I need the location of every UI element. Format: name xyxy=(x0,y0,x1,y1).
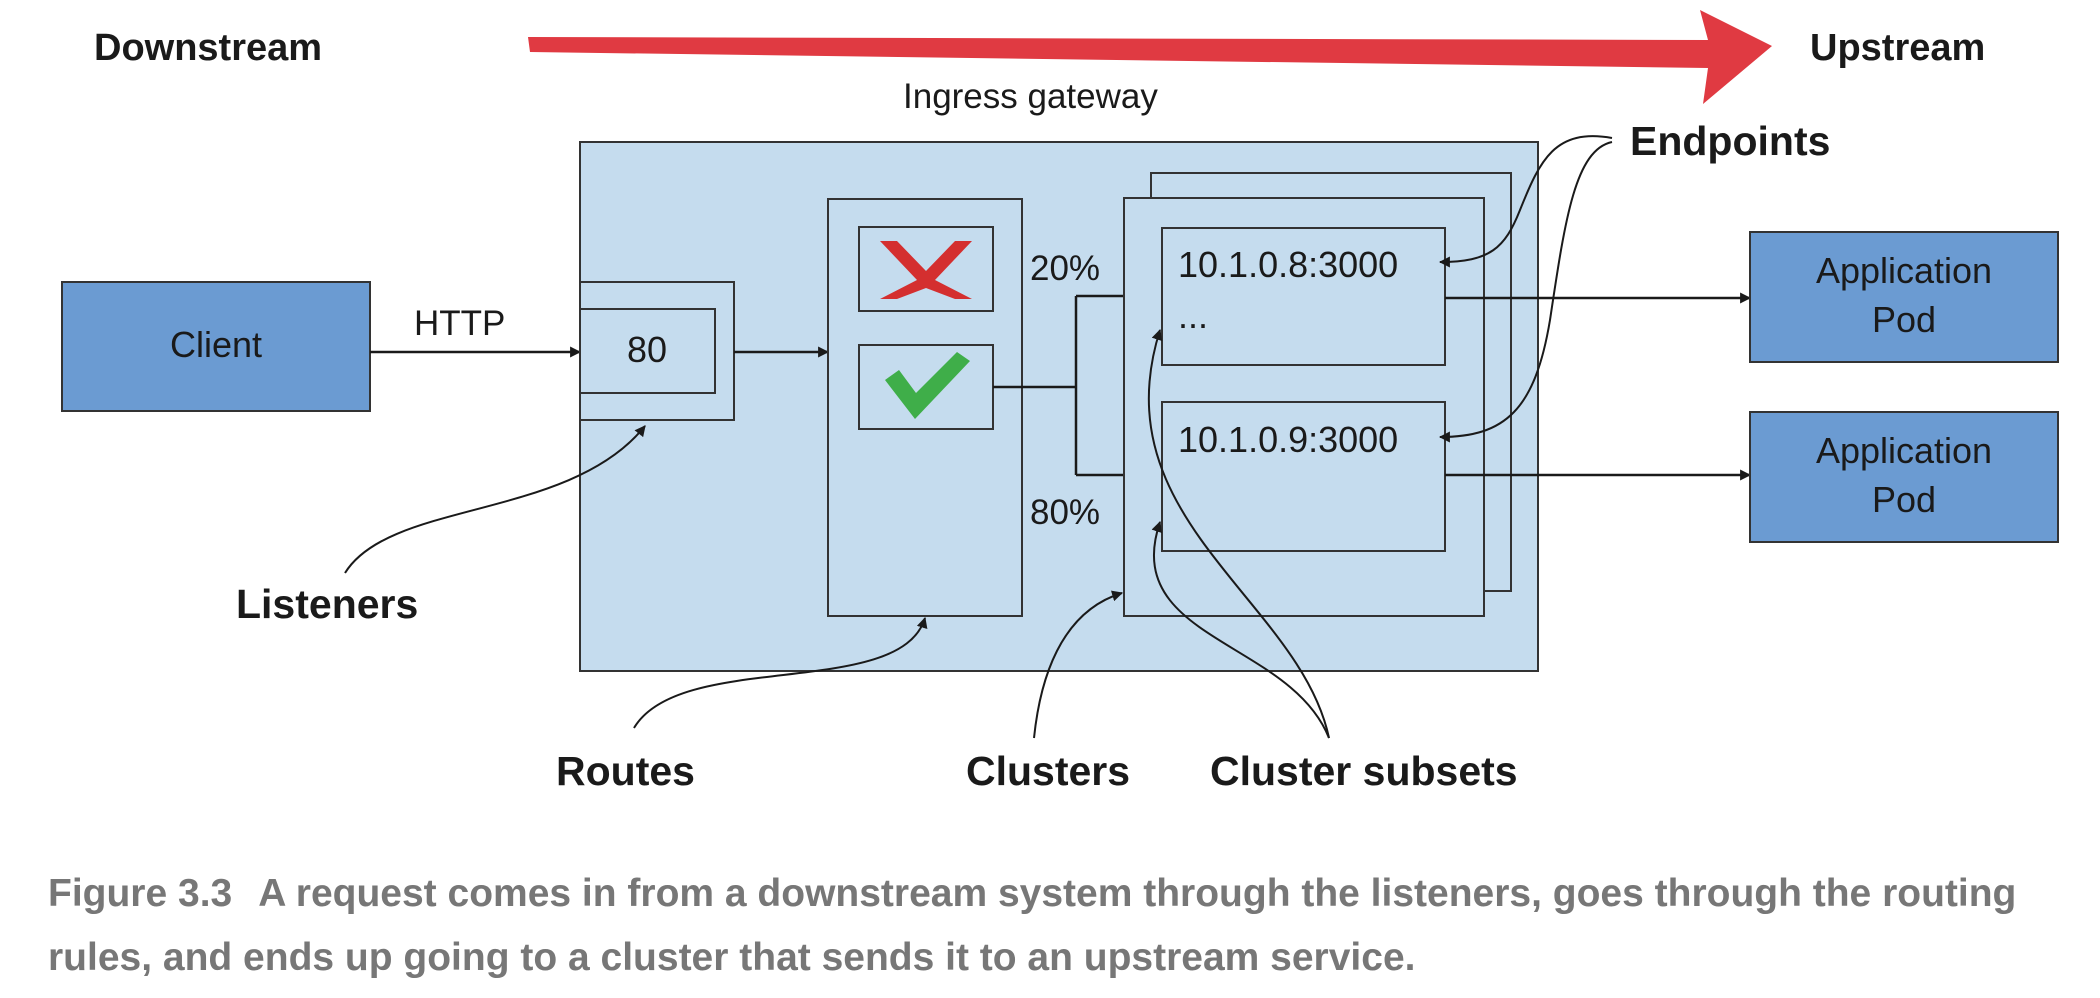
application-pod-1 xyxy=(1749,231,2059,363)
check-icon xyxy=(885,352,970,419)
downstream-upstream-arrow xyxy=(528,10,1772,104)
listener-port: 80 xyxy=(627,329,667,370)
pod-2-line1: Application xyxy=(1816,430,1992,471)
callout-cluster-subsets: Cluster subsets xyxy=(1210,748,1518,794)
pod-1-line1: Application xyxy=(1816,250,1992,291)
protocol-label: HTTP xyxy=(414,304,505,343)
client-box xyxy=(61,281,371,412)
downstream-label: Downstream xyxy=(94,27,322,69)
caption-text: A request comes in from a downstream sys… xyxy=(48,872,2017,979)
clusters-pointer xyxy=(1033,590,1124,739)
endpoints-pointer-1 xyxy=(1438,135,1613,268)
callout-clusters: Clusters xyxy=(966,748,1130,794)
gateway-title: Ingress gateway xyxy=(903,77,1158,116)
cluster-box xyxy=(1123,197,1485,617)
upstream-label: Upstream xyxy=(1810,27,1985,69)
split-percent-top: 20% xyxy=(1030,249,1100,288)
callout-routes: Routes xyxy=(556,748,695,794)
listeners-pointer xyxy=(344,425,646,574)
cross-icon xyxy=(880,241,972,299)
routes-box xyxy=(827,198,1023,617)
cluster-subset-1 xyxy=(1161,227,1446,366)
split-percent-bottom: 80% xyxy=(1030,493,1100,532)
figure-number: Figure 3.3 xyxy=(48,872,233,915)
subset-1-endpoint: 10.1.0.8:3000 xyxy=(1178,244,1398,285)
listener-port-box xyxy=(579,308,716,394)
routes-pointer xyxy=(633,616,928,729)
endpoints-pointer-2 xyxy=(1438,141,1613,443)
callout-listeners: Listeners xyxy=(236,581,418,627)
application-pod-2 xyxy=(1749,411,2059,543)
cluster-subsets-pointer-1 xyxy=(1147,328,1330,739)
pod-1-line2: Pod xyxy=(1872,299,1936,340)
client-label: Client xyxy=(170,324,262,365)
subset-1-more: ... xyxy=(1178,295,1208,336)
callout-endpoints: Endpoints xyxy=(1630,118,1830,164)
cluster-subsets-pointer-2 xyxy=(1151,520,1330,739)
pod-2-line2: Pod xyxy=(1872,479,1936,520)
route-rejected-box xyxy=(858,226,994,312)
cluster-subset-2 xyxy=(1161,401,1446,552)
subset-2-endpoint: 10.1.0.9:3000 xyxy=(1178,419,1398,460)
